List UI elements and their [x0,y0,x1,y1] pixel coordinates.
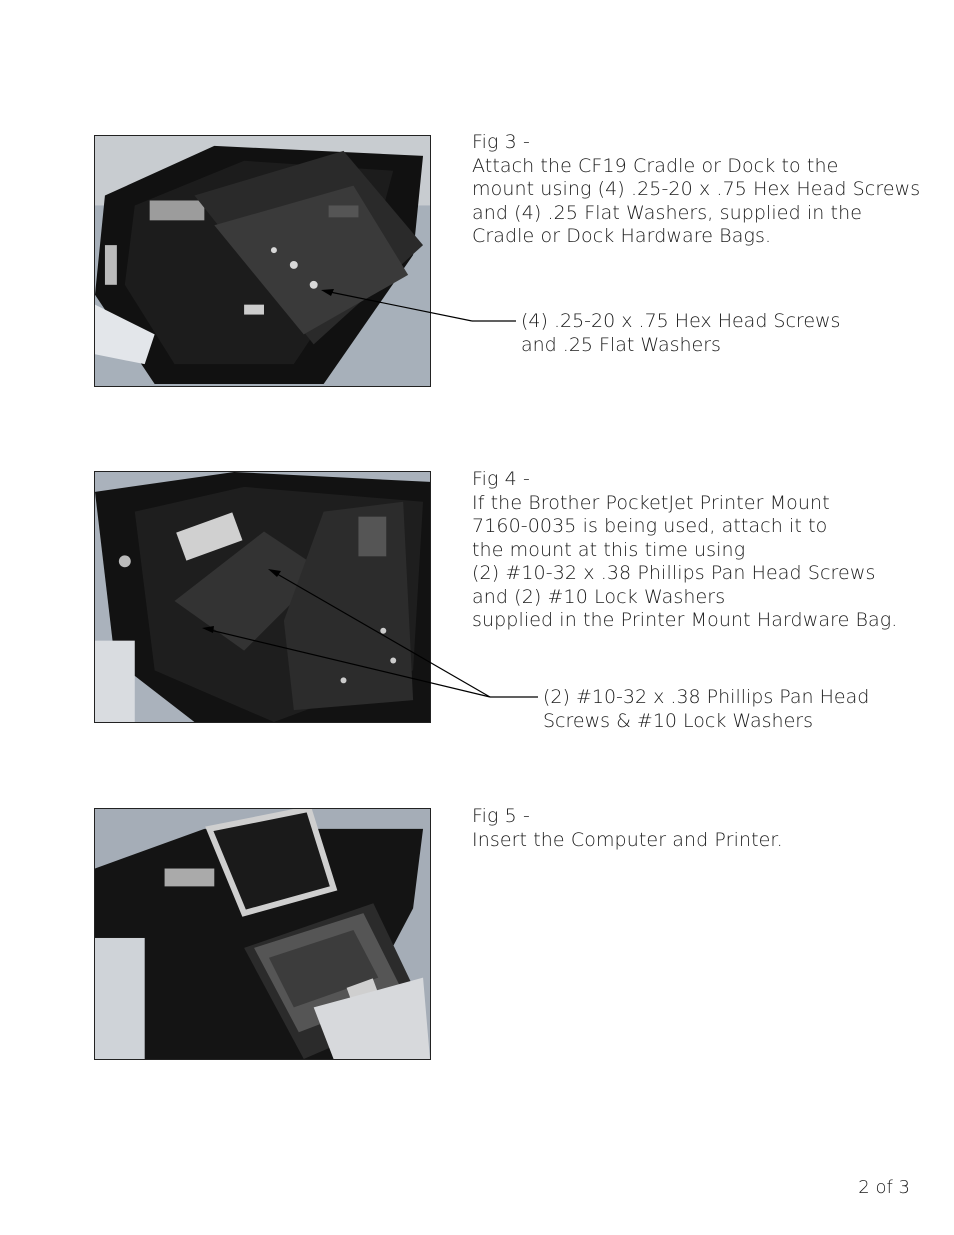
fig4-line-1: If the Brother PocketJet Printer Mount [472,491,830,514]
fig3-photo [94,135,431,387]
fig5-photo [94,808,431,1060]
fig3-line-3: and (4) .25 Flat Washers, supplied in th… [472,201,863,224]
fig4-heading: Fig 4 - [472,468,530,490]
fig4-line-6: supplied in the Printer Mount Hardware B… [472,609,898,631]
fig5-line-1: Insert the Computer and Printer. [472,828,783,851]
fig4-callout-line-2: Screws & #10 Lock Washers [543,709,813,732]
fig4-callout: (2) #10-32 x .38 Phillips Pan Head Screw… [543,686,869,733]
fig4-line-3: the mount at this time using [472,538,746,561]
fig5-text: Fig 5 - Insert the Computer and Printer. [472,805,783,852]
fig4-line-5: and (2) #10 Lock Washers [472,585,726,608]
fig3-line-2: mount using (4) .25-20 x .75 Hex Head Sc… [472,178,921,200]
fig4-callout-line-1: (2) #10-32 x .38 Phillips Pan Head [543,686,870,708]
page-number: 2 of 3 [858,1177,910,1198]
fig3-heading: Fig 3 - [472,131,530,153]
fig4-photo [94,471,431,723]
fig3-callout-line-1: (4) .25-20 x .75 Hex Head Screws [521,310,841,332]
fig3-callout: (4) .25-20 x .75 Hex Head Screws and .25… [521,310,840,357]
fig5-heading: Fig 5 - [472,805,530,827]
fig4-text: Fig 4 - If the Brother PocketJet Printer… [472,468,897,633]
fig3-callout-line-2: and .25 Flat Washers [521,333,721,356]
fig4-line-2: 7160-0035 is being used, attach it to [472,515,828,537]
fig4-line-4: (2) #10-32 x .38 Phillips Pan Head Screw… [472,562,876,584]
fig3-text: Fig 3 - Attach the CF19 Cradle or Dock t… [472,131,920,249]
fig3-line-1: Attach the CF19 Cradle or Dock to the [472,154,839,177]
fig3-line-4: Cradle or Dock Hardware Bags. [472,225,772,247]
